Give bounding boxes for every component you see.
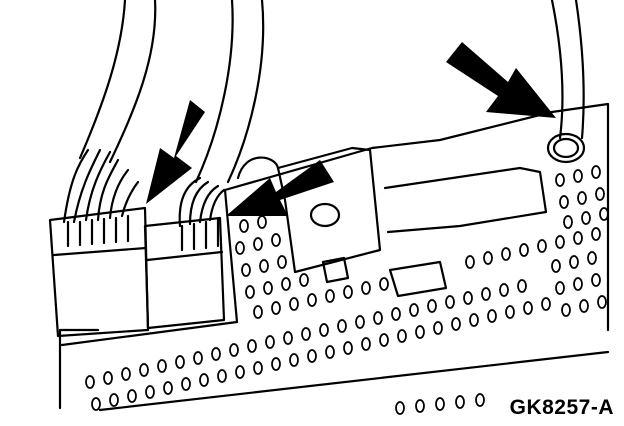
arrow-ground-wire-icon bbox=[446, 42, 556, 118]
arrow-connector-right-icon bbox=[226, 160, 334, 216]
figure-reference-code: GK8257-A bbox=[509, 396, 614, 419]
module-housing bbox=[58, 102, 610, 412]
connector-left bbox=[48, 148, 150, 338]
mounting-bracket bbox=[236, 146, 548, 298]
arrow-connector-left-icon bbox=[146, 100, 205, 204]
vent-hole-pattern bbox=[85, 165, 609, 415]
connector-right bbox=[143, 176, 226, 330]
wire-harness-left bbox=[78, 0, 265, 184]
ground-wire-grommet bbox=[546, 0, 586, 164]
